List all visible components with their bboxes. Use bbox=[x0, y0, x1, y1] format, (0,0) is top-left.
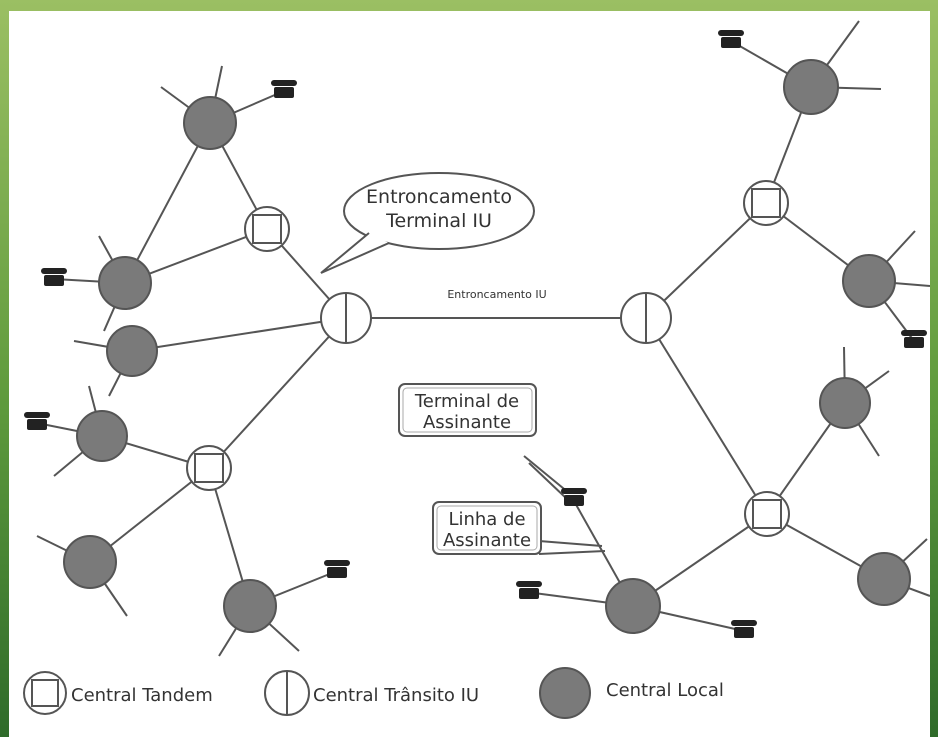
central-local-node bbox=[63, 535, 117, 589]
central-tandem-node bbox=[744, 491, 790, 537]
callout-subscriber-terminal: Terminal de Assinante bbox=[398, 383, 537, 437]
legend: Central Tandem Central Trânsito IU Centr… bbox=[23, 667, 724, 719]
callout-trunk-terminal-line2: Terminal IU bbox=[385, 210, 492, 232]
telephone-icon bbox=[901, 330, 927, 348]
callout-subscriber-terminal-line2: Assinante bbox=[423, 412, 511, 433]
central-tandem-node bbox=[186, 445, 232, 491]
diagram-svg: Entroncamento Terminal IU Entroncamento … bbox=[23, 20, 930, 719]
central-local-node bbox=[76, 410, 128, 462]
central-tandem-node bbox=[743, 180, 789, 226]
central-transito-node bbox=[620, 292, 672, 344]
telephone-icon bbox=[24, 412, 50, 430]
central-local-node bbox=[183, 96, 237, 150]
central-local-node bbox=[106, 325, 158, 377]
trunk-label: Entroncamento IU bbox=[447, 288, 546, 301]
connection-lines bbox=[36, 20, 930, 657]
callout-subscriber-line-line1: Linha de bbox=[448, 509, 525, 530]
legend-local-label: Central Local bbox=[606, 680, 724, 701]
telephone-icon bbox=[41, 268, 67, 286]
legend-transit-symbol bbox=[264, 670, 310, 716]
central-local-node bbox=[842, 254, 896, 308]
central-transito-node bbox=[320, 292, 372, 344]
telephone-icon bbox=[271, 80, 297, 98]
callout-subscriber-terminal-line1: Terminal de bbox=[414, 391, 519, 412]
callout-trunk-terminal: Entroncamento Terminal IU bbox=[320, 172, 535, 274]
legend-local-symbol bbox=[539, 667, 591, 719]
central-local-node bbox=[819, 377, 871, 429]
callout-subscriber-line-line2: Assinante bbox=[443, 530, 531, 551]
callout-trunk-terminal-line1: Entroncamento bbox=[366, 186, 512, 208]
central-local-node bbox=[98, 256, 152, 310]
central-local-node bbox=[783, 59, 839, 115]
central-tandem-node bbox=[244, 206, 290, 252]
legend-transit-label: Central Trânsito IU bbox=[313, 685, 479, 706]
callout-subscriber-line: Linha de Assinante bbox=[432, 501, 542, 555]
telephone-icons bbox=[24, 30, 927, 638]
telephone-icon bbox=[718, 30, 744, 48]
central-local-node bbox=[223, 579, 277, 633]
central-local-node bbox=[857, 552, 911, 606]
telephone-icon bbox=[731, 620, 757, 638]
network-diagram: Entroncamento Terminal IU Entroncamento … bbox=[9, 11, 930, 737]
telephone-icon bbox=[516, 581, 542, 599]
legend-tandem-label: Central Tandem bbox=[71, 685, 213, 706]
legend-tandem-symbol bbox=[23, 671, 67, 715]
telephone-icon bbox=[561, 488, 587, 506]
central-local-node bbox=[605, 578, 661, 634]
telephone-icon bbox=[324, 560, 350, 578]
